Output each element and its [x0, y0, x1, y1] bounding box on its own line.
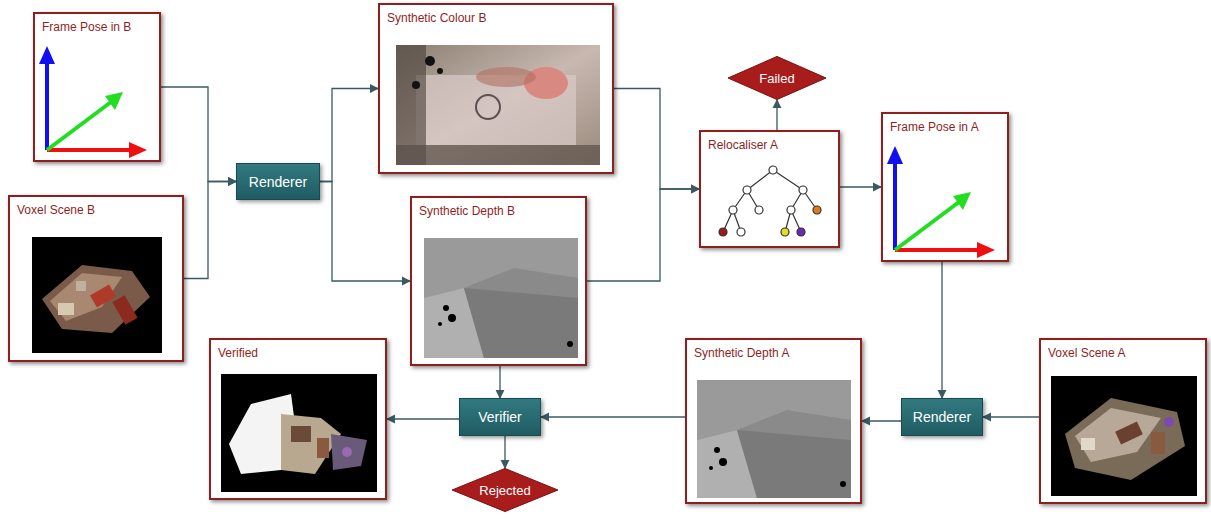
relocaliser-box: Relocaliser A [699, 130, 840, 248]
outcome-diamond: Failed [727, 56, 827, 100]
flow-arrow [504, 436, 505, 468]
box-label: Verifier [478, 409, 522, 425]
flow-arrow [161, 87, 236, 182]
voxel-scene-image [1051, 376, 1197, 496]
image-box: Synthetic Depth B [410, 196, 587, 366]
image-box: Synthetic Depth A [685, 338, 862, 504]
box-heading: Voxel Scene A [1041, 340, 1132, 366]
axes-icon [883, 114, 1007, 260]
flow-arrow [499, 366, 500, 398]
box-heading: Verified [211, 340, 265, 366]
tree-icon [711, 160, 831, 244]
box-heading: Synthetic Depth B [412, 198, 522, 224]
flow-arrow [862, 420, 901, 421]
pose-box: Frame Pose in B [33, 12, 161, 162]
process-box: Verifier [459, 398, 541, 436]
box-heading: Frame Pose in A [883, 114, 986, 140]
flow-arrow [941, 262, 942, 398]
verified-scene-image [221, 374, 377, 492]
scene-box: Verified [209, 338, 387, 500]
box-label: Renderer [913, 409, 971, 425]
box-heading: Synthetic Depth A [687, 340, 796, 366]
pose-box: Frame Pose in A [881, 112, 1009, 262]
axes-icon [35, 14, 159, 160]
flow-arrow [983, 416, 1039, 417]
flow-arrow [776, 100, 777, 130]
synthetic-depth-image [424, 238, 578, 358]
flow-arrow [840, 186, 881, 187]
process-box: Renderer [901, 398, 983, 436]
flow-arrow [587, 189, 699, 281]
flow-arrow [541, 416, 685, 417]
scene-box: Voxel Scene B [8, 195, 184, 362]
flow-arrow [320, 182, 410, 282]
box-heading: Synthetic Colour B [380, 5, 493, 31]
flow-arrow [614, 89, 699, 190]
synthetic-colour-image [396, 45, 600, 165]
image-box: Synthetic Colour B [378, 3, 614, 174]
process-box: Renderer [236, 163, 320, 200]
flow-arrow [184, 182, 236, 279]
outcome-diamond: Rejected [451, 468, 559, 512]
flow-arrow [320, 89, 378, 182]
synthetic-depth-image [697, 380, 851, 498]
voxel-scene-image [32, 237, 162, 353]
box-label: Renderer [249, 174, 307, 190]
flow-arrow [387, 418, 459, 419]
box-label: Rejected [479, 483, 530, 498]
scene-box: Voxel Scene A [1039, 338, 1207, 504]
box-heading: Relocaliser A [701, 132, 785, 158]
box-heading: Voxel Scene B [10, 197, 102, 223]
box-heading: Frame Pose in B [35, 14, 138, 40]
box-label: Failed [759, 71, 794, 86]
